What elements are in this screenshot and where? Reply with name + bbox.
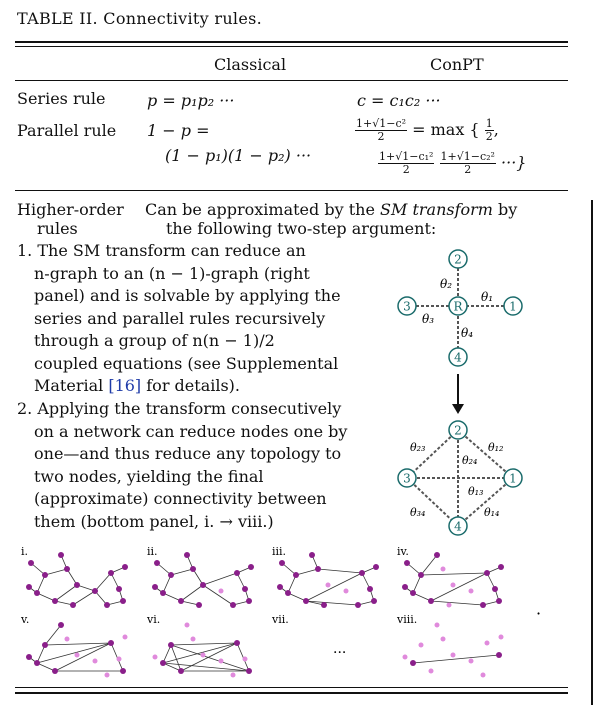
higher-order-label-2: rules [37, 219, 78, 238]
network-graph-i [26, 552, 128, 608]
conpt-frac-c1: 1+√1−c₁² 2 [378, 150, 435, 176]
parallel-conpt-line2: 1+√1−c₁² 2 1+√1−c₂² 2 ···} [378, 150, 527, 176]
theta-2-label: θ₂ [440, 277, 452, 291]
theta-13-label: θ₁₃ [468, 485, 483, 498]
node-1-top [503, 296, 523, 316]
panel-label-vi: vi. [146, 613, 160, 626]
node-3-top-label: 3 [403, 300, 411, 314]
right-edge-bar [591, 200, 593, 705]
table-caption: TABLE II. Connectivity rules. [17, 9, 263, 28]
citation-link[interactable]: [16] [108, 376, 142, 395]
higher-order-text-1: Can be approximated by the SM transform … [145, 200, 518, 219]
network-graph-ii [152, 552, 254, 608]
series-conpt: c = c₁c₂ ··· [357, 91, 441, 110]
node-3-bottom-label: 3 [403, 472, 411, 486]
network-panels: i. ii. iii. iv. v. vi. vii. viii. ··· · [20, 545, 541, 678]
bottom-rule-2 [15, 692, 568, 694]
header-conpt: ConPT [430, 55, 484, 74]
panel-dot: · [536, 604, 541, 623]
panel-label-ii: ii. [147, 545, 158, 558]
list-item-1: 1. The SM transform can reduce an n-grap… [17, 241, 341, 395]
node-r [448, 296, 468, 316]
node-4-top-label: 4 [454, 351, 462, 365]
series-classical: p = p₁p₂ ··· [147, 91, 235, 110]
parallel-rule-label: Parallel rule [17, 121, 117, 140]
panel-label-iv: iv. [397, 545, 409, 558]
node-2-bottom-label: 2 [454, 424, 462, 438]
network-graph-vi [152, 622, 252, 678]
panel-label-i: i. [21, 545, 28, 558]
parallel-classical-line1: 1 − p = [147, 121, 210, 140]
node-3-top [397, 296, 417, 316]
node-2-top [448, 249, 468, 269]
panel-label-vii: vii. [271, 613, 289, 626]
theta-34-label: θ₃₄ [410, 506, 425, 519]
node-3-bottom [397, 468, 417, 488]
parallel-conpt-line1: 1+√1−c² 2 = max { 1 2 , [355, 117, 499, 143]
down-arrow-icon [452, 374, 464, 414]
bottom-rule-1 [15, 687, 568, 688]
panel-label-viii: viii. [396, 613, 417, 626]
theta-3-label: θ₃ [422, 312, 434, 326]
network-graph-iv [402, 552, 504, 608]
conpt-frac-main: 1+√1−c² 2 [355, 117, 408, 143]
conpt-frac-c2: 1+√1−c₂² 2 [439, 150, 496, 176]
mid-rule [15, 190, 568, 191]
theta-12-label: θ₁₂ [488, 441, 503, 454]
series-rule-label: Series rule [17, 89, 106, 108]
theta-24-label: θ₂₄ [462, 454, 477, 467]
panel-ellipsis: ··· [333, 645, 346, 661]
node-4-bottom-label: 4 [454, 520, 462, 534]
node-4-top [448, 347, 468, 367]
star-graph: 2 R 3 1 4 θ₂ θ₁ θ₃ θ₄ [397, 249, 523, 367]
theta-4-label: θ₄ [461, 326, 473, 340]
panel-label-iii: iii. [272, 545, 286, 558]
sm-transform-diagram: 2 R 3 1 4 θ₂ θ₁ θ₃ θ₄ 2 3 1 4 θ₂₃ θ₁₂ θ₂… [397, 249, 523, 536]
network-graph-viii [402, 622, 504, 678]
top-rule-2 [15, 46, 568, 47]
top-rule-1 [15, 41, 568, 43]
network-graph-v [26, 622, 128, 678]
parallel-classical-line2: (1 − p₁)(1 − p₂) ··· [165, 146, 312, 165]
theta-14-label: θ₁₄ [484, 506, 499, 519]
higher-order-text-2: the following two-step argument: [166, 219, 437, 238]
panel-label-v: v. [20, 613, 29, 626]
theta-23-label: θ₂₃ [410, 441, 425, 454]
node-4-bottom [448, 516, 468, 536]
complete-graph: 2 3 1 4 θ₂₃ θ₁₂ θ₂₄ θ₁₃ θ₃₄ θ₁₄ [397, 420, 523, 536]
node-r-label: R [453, 300, 463, 314]
higher-order-label-1: Higher-order [17, 200, 124, 219]
list-item-2: 2. Applying the transform consecutively … [17, 399, 348, 531]
conpt-frac-half: 1 2 [484, 117, 494, 143]
header-classical: Classical [214, 55, 287, 74]
node-1-bottom [503, 468, 523, 488]
node-1-top-label: 1 [509, 300, 517, 314]
node-2-bottom [448, 420, 468, 440]
node-1-bottom-label: 1 [509, 472, 517, 486]
theta-1-label: θ₁ [481, 290, 493, 304]
header-rule [15, 80, 568, 81]
node-2-top-label: 2 [454, 253, 462, 267]
network-graph-iii [277, 552, 379, 608]
